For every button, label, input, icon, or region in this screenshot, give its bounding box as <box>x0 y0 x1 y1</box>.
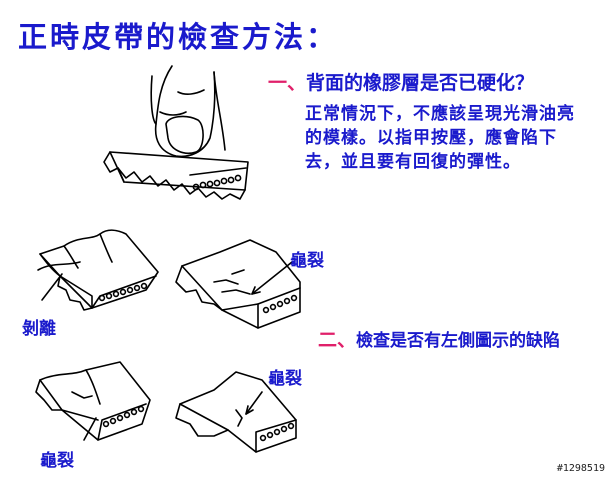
label-crack-right: 龜裂 <box>268 369 302 389</box>
section1-number: 一、 <box>268 72 307 94</box>
section1-heading-line: 一、背面的橡膠層是否已硬化？ <box>268 68 534 95</box>
section2-heading-line: 二、檢查是否有左側圖示的缺陷 <box>318 328 603 353</box>
section2-heading: 檢查是否有左側圖示的缺陷 <box>356 331 561 351</box>
section1-heading: 背面的橡膠層是否已硬化？ <box>306 72 535 94</box>
section2-number: 二、 <box>318 329 357 351</box>
peeling-belt-illustration <box>37 229 159 311</box>
cracked-belt-bottom-right-illustration <box>175 371 297 453</box>
label-crack-bottom: 龜裂 <box>40 451 74 471</box>
cracked-belt-bottom-left-illustration <box>35 361 151 441</box>
page-title: 正時皮帶的檢查方法： <box>18 20 339 54</box>
section1-body: 正常情況下，不應該呈現光滑油亮的模樣。以指甲按壓，應會陷下去，並且要有回復的彈性… <box>305 104 575 172</box>
label-crack-top: 龜裂 <box>290 251 324 271</box>
label-peel: 剝離 <box>22 319 56 339</box>
cracked-belt-top-illustration <box>175 239 301 329</box>
finger-press-illustration <box>103 65 249 200</box>
watermark: #1298519 <box>556 463 605 474</box>
